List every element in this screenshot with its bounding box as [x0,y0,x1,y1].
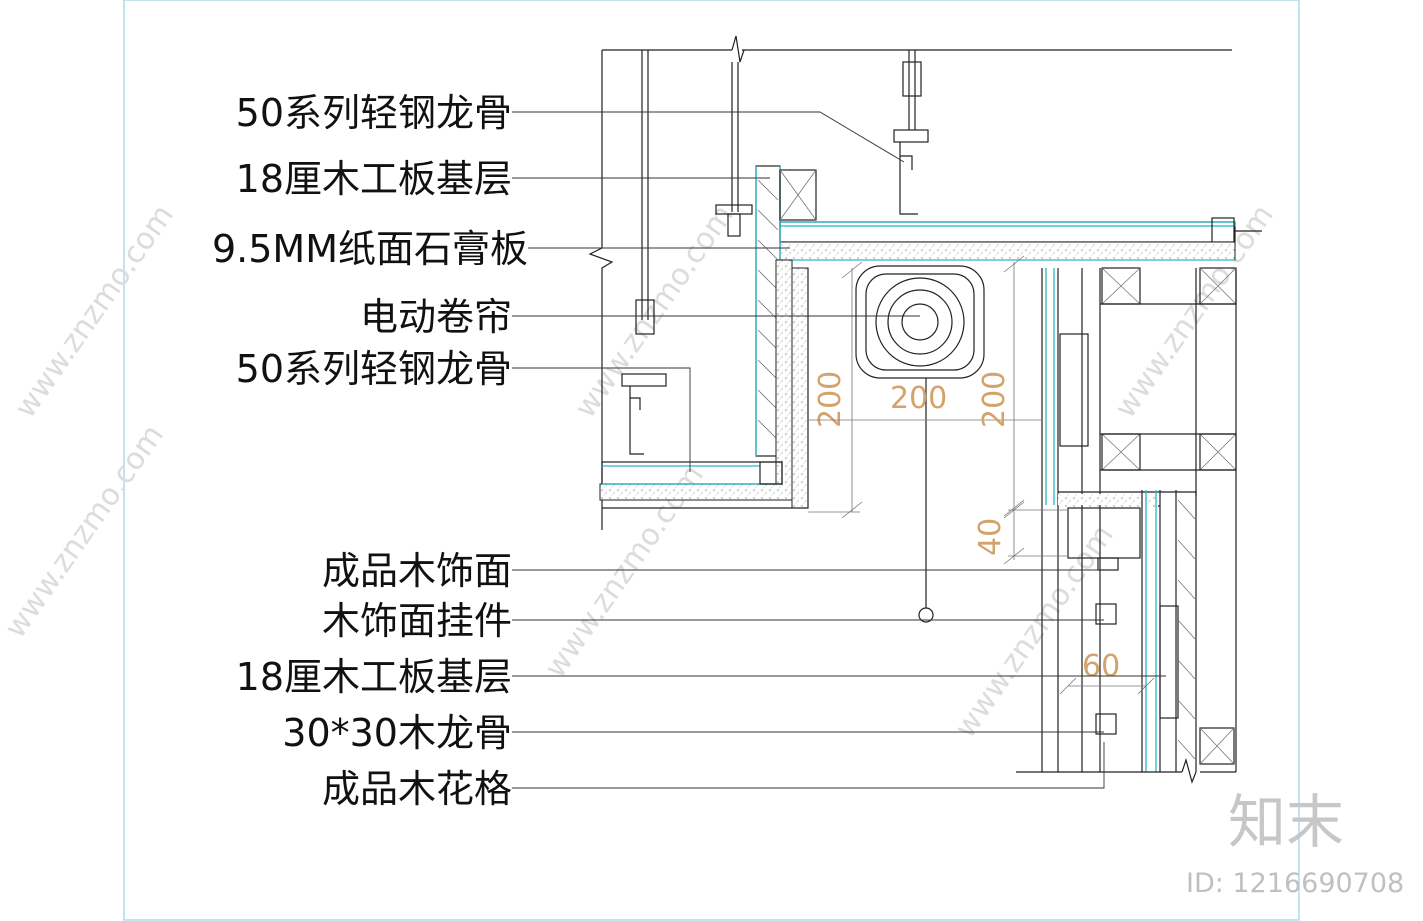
lower-plywood-hatch [1177,499,1197,761]
watermark-site: www.znzmo.com [1108,198,1281,424]
steel-channel-lower [621,373,667,387]
break-mark-top [731,35,745,63]
hanger-rod [731,62,739,212]
wood-stud [1095,713,1117,735]
leader-l10 [512,742,1105,789]
label-gypsum-board: 9.5MM纸面石膏板 [212,227,528,271]
annotation-labels: 50系列轻钢龙骨 18厘木工板基层 9.5MM纸面石膏板 电动卷帘 50系列轻钢… [212,91,528,811]
upper-block-rails [1100,303,1236,471]
roller-blind-pull [918,607,934,623]
wood-panel-upper [1059,333,1089,447]
hanger-spring [635,299,655,335]
roller-blind-core [901,303,939,341]
hanger-bolt [727,213,741,237]
wood-block-x [779,169,817,221]
wood-stud [1095,603,1117,625]
lower-frame-cyan [1145,490,1157,772]
gypsum-inner-L [599,259,793,501]
label-light-steel-joist-2: 50系列轻钢龙骨 [236,347,512,391]
hanger-rod [908,50,916,130]
label-wood-lattice: 成品木花格 [322,767,512,811]
dim-line-200-left [808,261,863,519]
wood-block-x [1101,433,1141,471]
dim-40: 40 [973,518,1008,556]
dim-200-left: 200 [813,371,848,428]
steel-channel-upper [893,129,929,143]
leader-l1 [512,111,905,163]
wood-block-bottom [1199,727,1235,765]
drawing-frame [123,0,1300,921]
dim-line-200-right [1003,255,1025,517]
veneer-hanger [1097,557,1119,571]
label-plywood-base-2: 18厘木工板基层 [236,655,512,699]
roller-blind-housing-inner [865,273,975,371]
upper-vertical-frame [1081,268,1197,496]
wood-block-x [1101,267,1141,305]
roller-blind-housing [855,265,985,379]
wall-face-cyan [1045,268,1055,505]
steel-channel-lower-profile [629,386,644,455]
brand-watermark: 知末 [1228,788,1344,856]
wood-block [779,169,817,221]
ceiling-runner-upper-cyan [779,221,1236,227]
hanger-rod [641,50,649,320]
label-wood-veneer: 成品木饰面 [322,549,512,593]
label-light-steel-joist: 50系列轻钢龙骨 [236,91,512,135]
lower-frame-lines [1041,490,1197,772]
watermark-site: www.znzmo.com [8,198,181,424]
label-veneer-hanger: 木饰面挂件 [322,599,512,643]
label-plywood-base: 18厘木工板基层 [236,157,512,201]
label-electric-blind: 电动卷帘 [360,295,512,339]
roller-blind-tube [875,277,965,367]
wood-block-x [1199,433,1237,471]
gypsum-inner-vertical [791,267,809,509]
leader-l5 [512,367,691,472]
wood-block-x [1199,727,1235,765]
ceiling-runner-lower-cyan [602,465,782,485]
gypsum-board-upper [779,241,1236,261]
wood-panel-lower [1159,605,1179,719]
ceiling-runner-upper [779,221,1236,243]
wall-face [1041,268,1059,505]
label-wood-stud: 30*30木龙骨 [282,711,512,755]
image-id: ID: 1216690708 [1186,868,1404,899]
dim-60: 60 [1082,649,1120,684]
plywood-hatch [757,179,779,441]
gypsum-step [1058,494,1158,508]
break-mark-bottom [1181,270,1237,784]
dimension-group: 200 200 200 40 60 [808,255,1155,695]
hanger-spring [902,61,922,97]
gypsum-inner-bottom [602,268,809,509]
dim-200-mid: 200 [890,381,947,416]
watermark-site: www.znzmo.com [0,418,171,644]
runner-endcap-lower [759,461,783,485]
steel-channel-upper-profile [899,142,918,215]
dim-200-right: 200 [977,371,1012,428]
wood-block-x [1199,267,1237,305]
dim-line-40 [1003,501,1068,565]
dim-line-60 [1059,677,1155,695]
roller-blind-tube [887,289,953,355]
left-wall-line [588,50,614,530]
